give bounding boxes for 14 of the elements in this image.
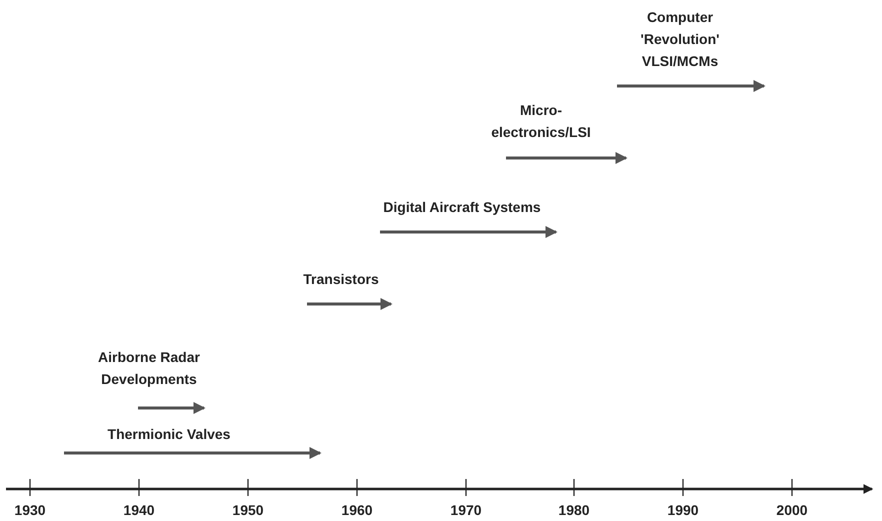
period-label: Micro- electronics/LSI <box>490 101 592 142</box>
year-label: 2000 <box>775 501 809 520</box>
year-label: 1980 <box>557 501 591 520</box>
period-label: Thermionic Valves <box>106 425 232 444</box>
period-label: Computer 'Revolution' VLSI/MCMs <box>640 8 720 71</box>
year-label: 1990 <box>666 501 700 520</box>
period-label: Digital Aircraft Systems <box>382 198 542 217</box>
year-label: 1970 <box>449 501 483 520</box>
year-label: 1940 <box>122 501 156 520</box>
year-label: 1930 <box>13 501 47 520</box>
year-label: 1960 <box>340 501 374 520</box>
period-label: Transistors <box>302 270 380 289</box>
period-label: Airborne Radar Developments <box>97 348 201 389</box>
year-label: 1950 <box>231 501 265 520</box>
